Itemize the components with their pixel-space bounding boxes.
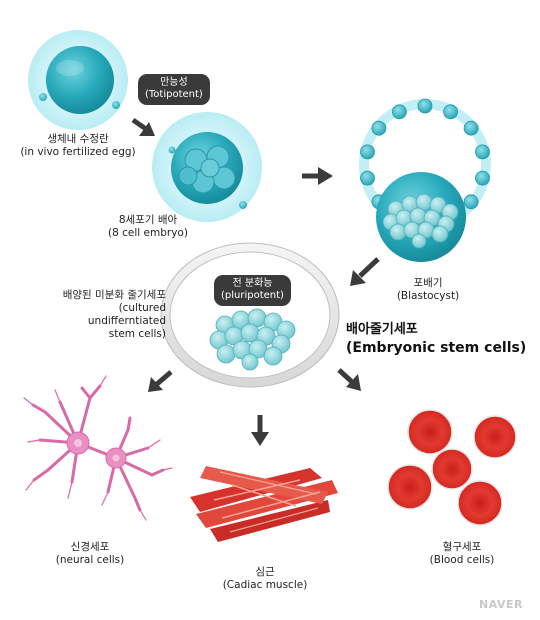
trophoblast-cell	[463, 194, 479, 210]
trophoblast-cell	[417, 98, 433, 114]
blastocyst-label: 포배기 (Blastocyst)	[396, 277, 460, 302]
trophoblast-cell	[371, 120, 387, 136]
neural-cells-label: 신경세포 (neural cells)	[55, 541, 125, 566]
fertilized-egg-label: 생체내 수정란 (in vivo fertilized egg)	[20, 133, 136, 158]
trophoblast-cell	[360, 170, 375, 186]
eight-cell-embryo-label: 8세포기 배아 (8 cell embryo)	[108, 214, 188, 239]
arrow-to-cardiac	[251, 415, 269, 446]
arrow-egg-to-embryo	[131, 117, 155, 136]
neural-cells	[23, 375, 173, 521]
es-cell-cluster	[209, 308, 296, 371]
cardiac-muscle	[190, 466, 338, 542]
naver-watermark: NAVER	[479, 598, 523, 611]
trophoblast-cell	[475, 170, 490, 186]
trophoblast-cell	[391, 104, 407, 120]
culture-dish	[160, 242, 340, 388]
cardiac-muscle-label: 심근 (Cadiac muscle)	[222, 566, 308, 591]
trophoblast-cell	[475, 144, 490, 160]
arrow-to-neural	[148, 370, 173, 392]
eight-cell-embryo	[152, 112, 262, 222]
arrow-embryo-to-blastocyst	[302, 167, 333, 185]
arrow-to-blood	[337, 368, 361, 391]
blood-cells	[387, 409, 517, 526]
trophoblast-cell	[360, 144, 375, 160]
pluripotent-badge: 전 분화능 (pluripotent)	[214, 275, 291, 306]
fertilized-egg-cell	[28, 30, 128, 130]
cultured-stem-cells-label: 배양된 미분화 줄기세포 (cultured undifferntiated s…	[62, 289, 166, 340]
totipotent-badge: 만능성 (Totipotent)	[138, 74, 210, 105]
arrow-blastocyst-to-dish	[350, 257, 380, 286]
trophoblast-cell	[443, 104, 459, 120]
trophoblast-cell	[463, 120, 479, 136]
blastocyst	[359, 98, 491, 262]
embryonic-stem-cells-title: 배아줄기세포 (Embryonic stem cells)	[346, 322, 527, 356]
blood-cells-label: 혈구세포 (Blood cells)	[429, 541, 495, 566]
